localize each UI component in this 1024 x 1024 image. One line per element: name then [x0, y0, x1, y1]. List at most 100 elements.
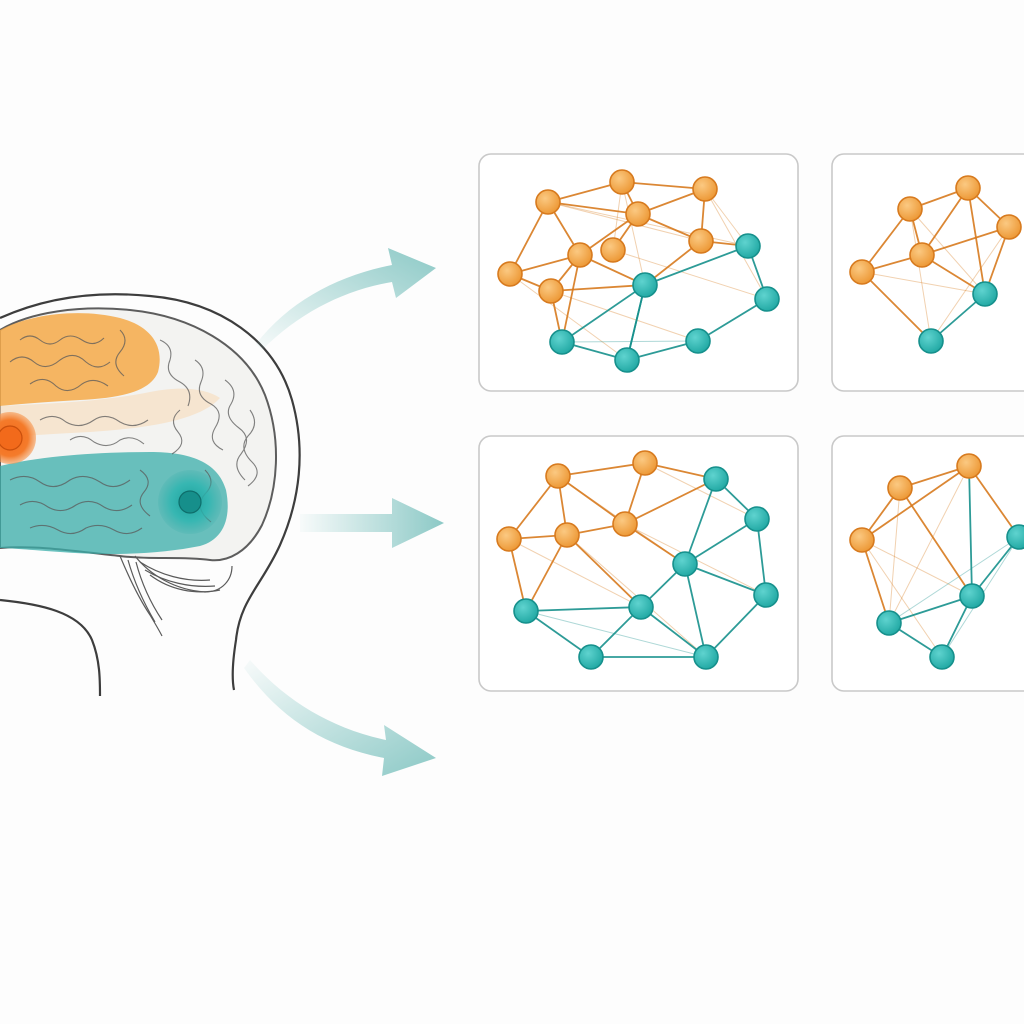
network-edge	[525, 606, 642, 612]
network-node-orange	[955, 175, 981, 201]
network-node-orange	[612, 511, 638, 537]
network-edge	[621, 181, 706, 190]
network-edge	[684, 478, 717, 565]
network-node-orange	[535, 189, 561, 215]
network-edge-faint	[861, 539, 973, 597]
network-edge	[888, 595, 973, 624]
network-edge	[550, 284, 646, 292]
network-node-orange	[909, 242, 935, 268]
network-edge	[968, 465, 1020, 538]
network-edge-faint	[909, 208, 986, 295]
network-edge	[861, 271, 932, 342]
network-edge-faint	[888, 536, 1020, 624]
network-node-orange	[887, 475, 913, 501]
network-edge-faint	[888, 465, 970, 624]
network-node-orange	[956, 453, 982, 479]
network-node-orange	[567, 242, 593, 268]
network-edge-faint	[547, 201, 749, 247]
network-node-teal	[632, 272, 658, 298]
network-node-teal	[703, 466, 729, 492]
network-edge	[509, 201, 549, 275]
network-edge	[899, 487, 973, 597]
network-graph	[849, 175, 1022, 354]
network-edge	[561, 284, 646, 343]
network-edge-faint	[909, 208, 932, 342]
network-node-teal	[513, 598, 539, 624]
network-node-teal	[614, 347, 640, 373]
network-edge	[547, 201, 639, 215]
network-node-teal	[1006, 524, 1024, 550]
neck-outline	[0, 598, 102, 697]
network-edge	[561, 254, 581, 343]
network-node-orange	[625, 201, 651, 227]
network-edge	[626, 284, 646, 361]
frontal-fade	[0, 388, 220, 438]
network-node-teal	[918, 328, 944, 354]
network-edge-faint	[621, 181, 646, 286]
network-node-orange	[849, 527, 875, 553]
network-edge	[861, 465, 970, 541]
arrow-icon	[300, 498, 444, 548]
arrow-icon	[244, 660, 436, 776]
head-outline	[0, 293, 301, 691]
network-edge-faint	[644, 462, 758, 520]
arrows-group	[244, 248, 444, 776]
network-edge-faint	[861, 271, 986, 295]
network-node-teal	[578, 644, 604, 670]
network-edge-faint	[508, 538, 642, 608]
network-edge	[624, 478, 717, 525]
network-edge	[967, 187, 986, 295]
network-node-teal	[744, 506, 770, 532]
network-graphs	[496, 169, 1024, 670]
network-node-teal	[549, 329, 575, 355]
network-edge-faint	[547, 201, 702, 242]
network-graph	[497, 169, 780, 373]
network-edge-faint	[525, 610, 707, 658]
network-graph	[496, 450, 779, 670]
network-node-teal	[735, 233, 761, 259]
network-node-orange	[538, 278, 564, 304]
frontal-focal-core	[0, 425, 23, 451]
arrow-icon	[256, 248, 436, 350]
network-edge-faint	[861, 539, 943, 658]
network-edge-faint	[561, 340, 699, 343]
network-edge	[861, 539, 890, 624]
network-node-orange	[849, 259, 875, 285]
cerebellum	[119, 555, 233, 637]
network-panel	[478, 435, 799, 692]
network-node-teal	[693, 644, 719, 670]
network-node-teal	[929, 644, 955, 670]
network-node-orange	[897, 196, 923, 222]
temporal-focal-core	[178, 490, 202, 514]
network-panel	[831, 435, 1024, 692]
network-graph	[849, 453, 1024, 670]
network-edge	[968, 465, 973, 597]
network-node-orange	[692, 176, 718, 202]
network-edge-faint	[509, 273, 628, 361]
network-edge	[697, 298, 768, 342]
network-panels	[478, 153, 1024, 692]
network-node-orange	[996, 214, 1022, 240]
network-edge	[525, 610, 592, 658]
network-edge	[705, 594, 767, 658]
network-node-orange	[600, 237, 626, 263]
network-node-orange	[496, 526, 522, 552]
network-edge	[557, 462, 646, 477]
network-node-teal	[959, 583, 985, 609]
network-node-orange	[545, 463, 571, 489]
network-node-teal	[754, 286, 780, 312]
network-node-teal	[672, 551, 698, 577]
network-node-orange	[688, 228, 714, 254]
network-node-orange	[554, 522, 580, 548]
network-node-teal	[685, 328, 711, 354]
network-edge-faint	[888, 487, 901, 624]
network-node-teal	[753, 582, 779, 608]
network-edge	[508, 475, 559, 540]
network-node-teal	[628, 594, 654, 620]
network-edge	[861, 208, 911, 273]
network-edge	[921, 187, 969, 256]
frontal-region	[0, 313, 160, 406]
brain-head-illustration	[0, 293, 301, 697]
network-edge	[525, 534, 568, 612]
